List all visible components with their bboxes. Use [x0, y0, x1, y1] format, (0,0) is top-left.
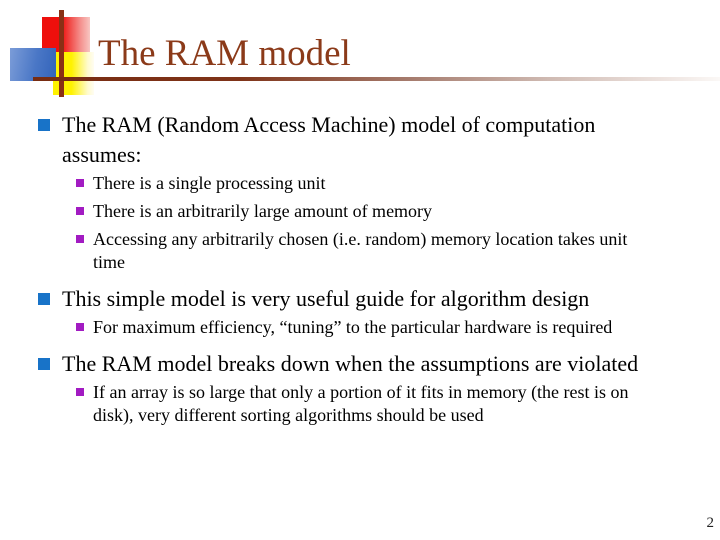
sub-bullet-text: For maximum efficiency, “tuning” to the … — [93, 317, 613, 337]
decor-red-square-icon — [42, 17, 90, 52]
header-decoration — [0, 0, 720, 100]
l2-bullet-square-icon — [76, 323, 84, 331]
bullet-item-level2: For maximum efficiency, “tuning” to the … — [0, 316, 720, 339]
sub-bullet-text: If an array is so large that only a port… — [93, 382, 629, 425]
bullet-text: The RAM (Random Access Machine) model of… — [62, 112, 596, 167]
l2-bullet-square-icon — [76, 235, 84, 243]
l2-bullet-square-icon — [76, 388, 84, 396]
l1-bullet-square-icon — [38, 119, 50, 131]
page-number: 2 — [706, 515, 715, 531]
slide-body: The RAM (Random Access Machine) model of… — [0, 110, 720, 437]
sub-bullet-list: If an array is so large that only a port… — [0, 381, 720, 427]
slide-title: The RAM model — [98, 33, 351, 74]
l1-bullet-square-icon — [38, 358, 50, 370]
l1-bullet-square-icon — [38, 293, 50, 305]
decor-blue-square-icon — [10, 48, 56, 81]
bullet-text: The RAM model breaks down when the assum… — [62, 351, 639, 376]
bullet-item-level1: This simple model is very useful guide f… — [0, 284, 720, 314]
bullet-item-level2: There is an arbitrarily large amount of … — [0, 200, 720, 223]
sub-bullet-text: Accessing any arbitrarily chosen (i.e. r… — [93, 229, 628, 272]
bullet-item-level2: Accessing any arbitrarily chosen (i.e. r… — [0, 228, 720, 274]
decor-vertical-line — [59, 10, 64, 97]
l2-bullet-square-icon — [76, 179, 84, 187]
sub-bullet-list: For maximum efficiency, “tuning” to the … — [0, 316, 720, 339]
bullet-text: This simple model is very useful guide f… — [62, 286, 590, 311]
l2-bullet-square-icon — [76, 207, 84, 215]
bullet-item-level2: There is a single processing unit — [0, 172, 720, 195]
bullet-item-level1: The RAM model breaks down when the assum… — [0, 349, 720, 379]
sub-bullet-text: There is an arbitrarily large amount of … — [93, 201, 433, 221]
bullet-item-level1: The RAM (Random Access Machine) model of… — [0, 110, 720, 170]
title-underline — [33, 77, 720, 81]
bullet-item-level2: If an array is so large that only a port… — [0, 381, 720, 427]
sub-bullet-text: There is a single processing unit — [93, 173, 326, 193]
sub-bullet-list: There is a single processing unit There … — [0, 172, 720, 274]
